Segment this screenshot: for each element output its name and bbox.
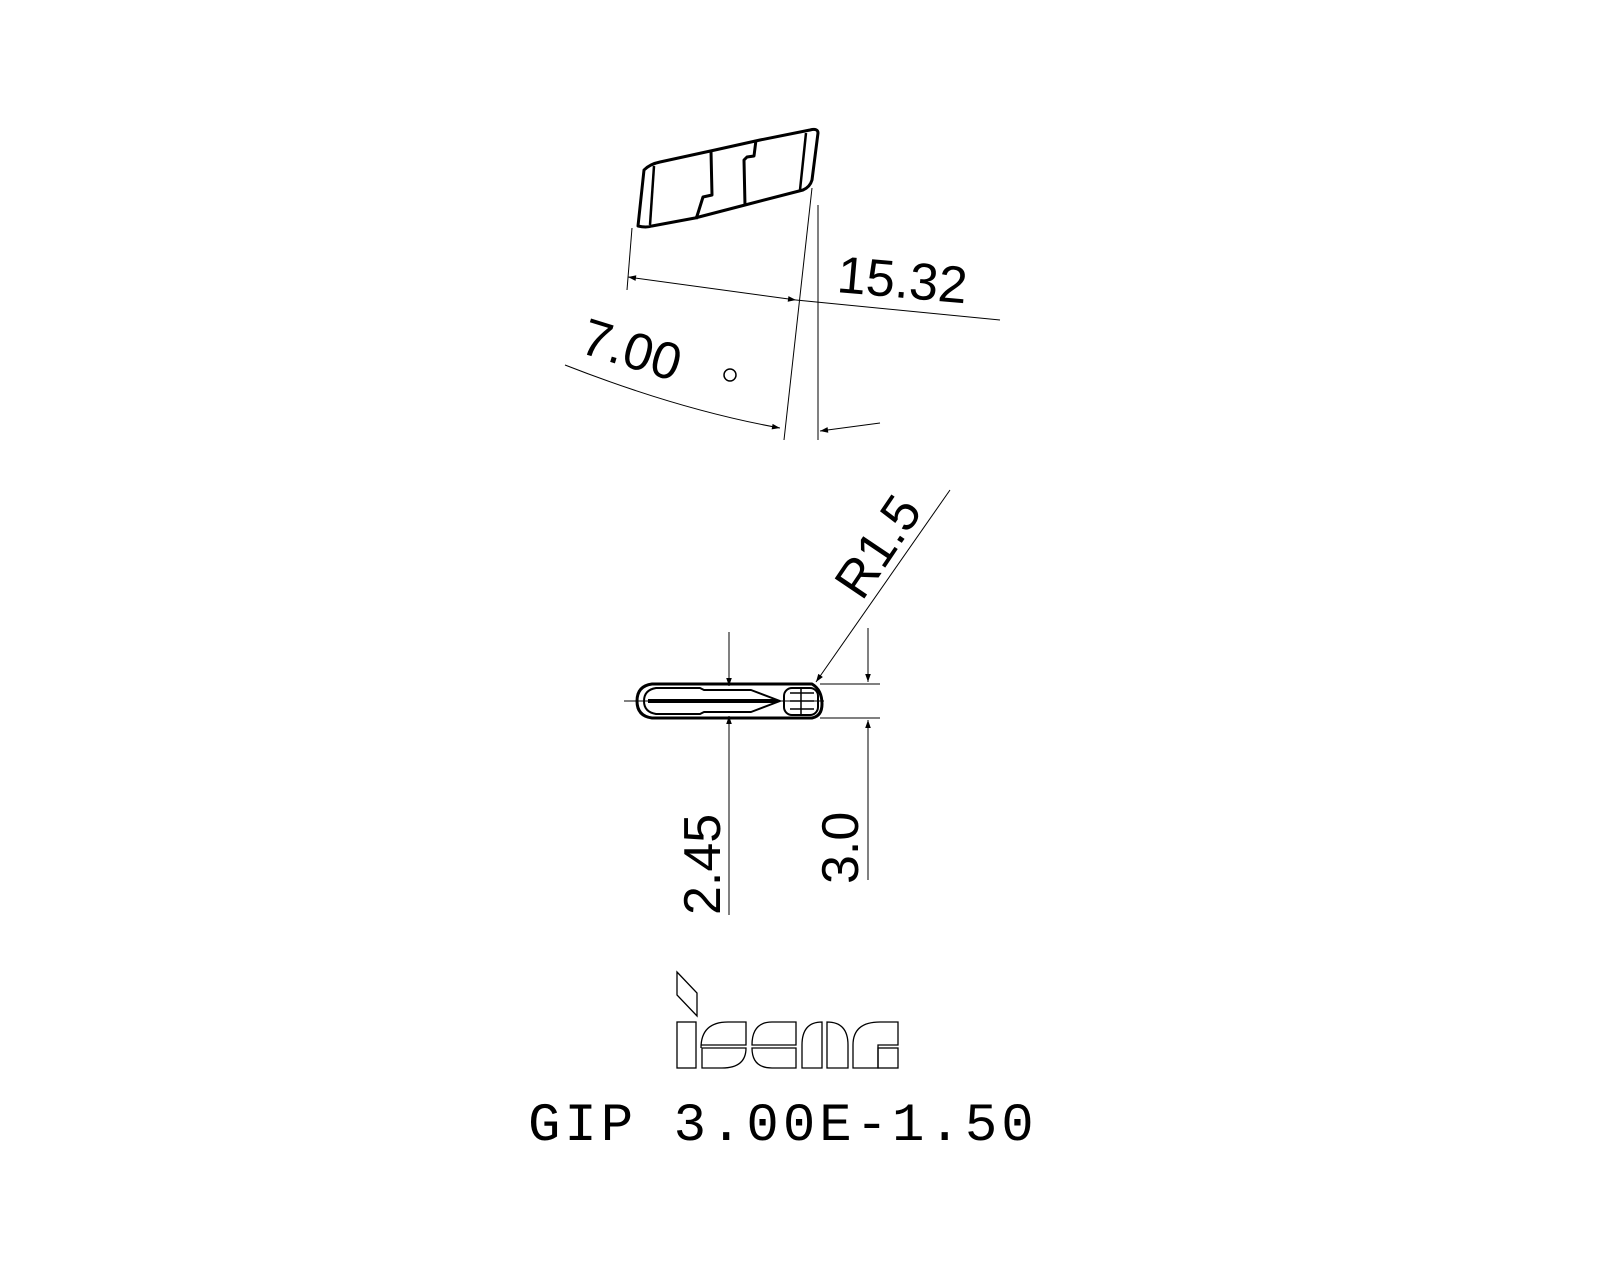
part-number: GIP 3.00E-1.50 xyxy=(528,1096,1038,1157)
dimension-width-right: 3.0 xyxy=(812,812,870,884)
dimension-height-left: 2.45 xyxy=(674,814,732,915)
insert-top-view xyxy=(636,127,820,229)
svg-text:2.45: 2.45 xyxy=(674,814,732,915)
iscar-logo xyxy=(676,970,899,1069)
dimension-length: 15.32 xyxy=(835,246,970,315)
degree-symbol xyxy=(723,368,737,382)
svg-text:7.00: 7.00 xyxy=(574,308,688,393)
dimension-angle: 7.00 xyxy=(574,308,688,393)
svg-text:R1.5: R1.5 xyxy=(824,485,934,608)
dimension-lines-top xyxy=(564,187,1001,441)
svg-text:3.0: 3.0 xyxy=(812,812,870,884)
dimension-lines-side xyxy=(726,489,951,915)
dimension-radius: R1.5 xyxy=(824,485,934,608)
